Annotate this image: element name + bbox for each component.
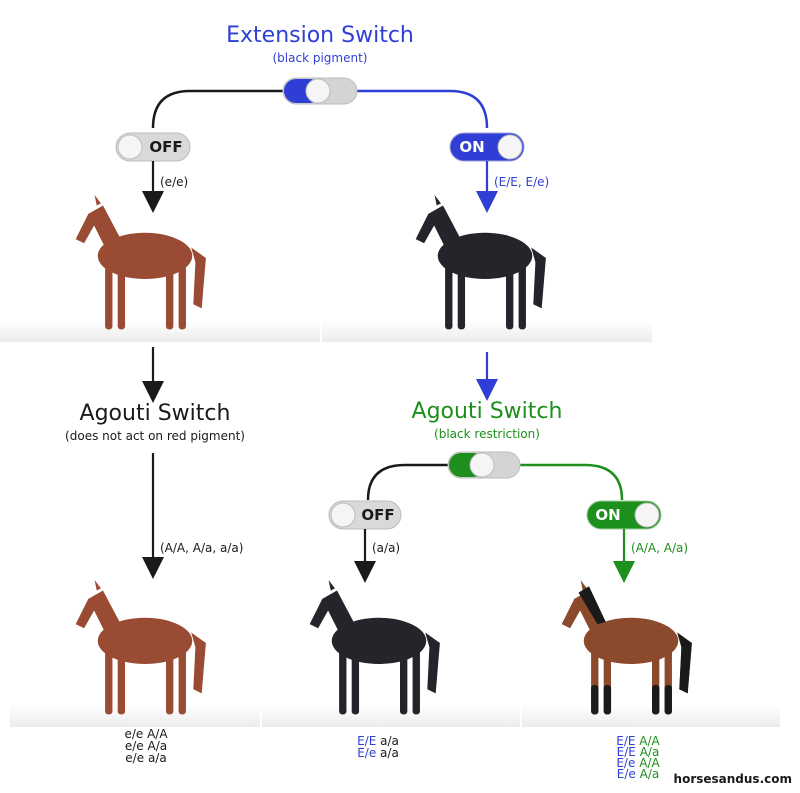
chestnut-genotype-row: e/e A/a <box>125 739 167 753</box>
agouti-off-genotypes: (a/a) <box>372 541 400 555</box>
chestnut-horse-icon <box>75 195 206 330</box>
agouti-toggle[interactable] <box>447 451 521 479</box>
extension-on-label: ON <box>459 138 484 156</box>
chestnut-genotype-list: e/e A/A e/e A/a e/e a/a <box>124 727 168 765</box>
bay-genotype-row: E/e A/A <box>616 756 660 770</box>
extension-off-toggle[interactable]: OFF <box>115 132 191 162</box>
floor-bottom-left <box>10 705 260 727</box>
agouti-red-genotypes: (A/A, A/a, a/a) <box>160 541 243 555</box>
extension-toggle[interactable] <box>282 77 358 105</box>
extension-title: Extension Switch <box>226 23 414 48</box>
floor-bottom-mid <box>262 705 520 727</box>
agouti-black-subtitle: (black restriction) <box>434 427 540 441</box>
bay-genotype-row: E/E A/A <box>616 734 660 748</box>
bay-genotype-list: E/E A/A E/E A/a E/e A/A E/e A/a <box>616 734 660 781</box>
bay-genotype-row: E/E A/a <box>617 745 660 759</box>
agouti-red-title: Agouti Switch <box>80 401 231 426</box>
agouti-on-branch <box>520 463 624 501</box>
chestnut-genotype-row: e/e A/A <box>124 727 168 741</box>
extension-on-genotypes: (E/E, E/e) <box>494 175 549 189</box>
black-genotype-list: E/E a/a E/e a/a <box>357 734 399 760</box>
agouti-red-subtitle: (does not act on red pigment) <box>65 429 245 443</box>
extension-off-branch <box>151 89 285 129</box>
bay-result-horse-icon <box>561 580 692 715</box>
agouti-on-genotypes: (A/A, A/a) <box>631 541 688 555</box>
agouti-off-toggle[interactable]: OFF <box>328 500 402 530</box>
extension-on-toggle[interactable]: ON <box>449 132 525 162</box>
floor-bottom-right <box>522 705 780 727</box>
chestnut-result-horse-icon <box>75 580 206 715</box>
floor-left <box>0 320 320 342</box>
extension-on-branch <box>355 89 489 129</box>
black-genotype-row: E/e a/a <box>357 746 399 760</box>
black-genotype-row: E/E a/a <box>357 734 399 748</box>
agouti-black-title: Agouti Switch <box>412 399 563 424</box>
agouti-on-toggle[interactable]: ON <box>586 500 662 530</box>
bay-genotype-row: E/e A/a <box>617 767 659 781</box>
site-credit: horsesandus.com <box>674 772 792 786</box>
agouti-off-label: OFF <box>361 506 394 524</box>
extension-subtitle: (black pigment) <box>273 51 368 65</box>
floor-right <box>322 320 652 342</box>
agouti-off-branch <box>366 463 450 501</box>
extension-off-label: OFF <box>149 138 182 156</box>
chestnut-genotype-row: e/e a/a <box>125 751 166 765</box>
agouti-on-label: ON <box>595 506 620 524</box>
black-horse-icon <box>415 195 546 330</box>
black-result-horse-icon <box>309 580 440 715</box>
extension-off-genotypes: (e/e) <box>160 175 188 189</box>
